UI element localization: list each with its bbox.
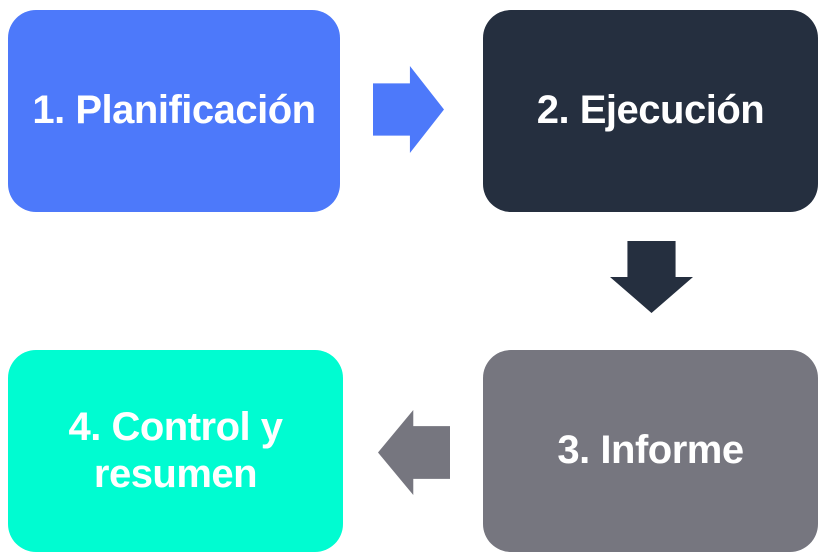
step-label-ejecucion: 2. Ejecución [536, 88, 765, 133]
arrow-down-icon [610, 241, 693, 313]
step-box-informe: 3. Informe [483, 350, 818, 552]
step-label-control-resumen: 4. Control y resumen [68, 404, 283, 496]
arrow-right-icon [373, 66, 444, 153]
step-box-planificacion: 1. Planificación [8, 10, 340, 212]
step-label-planificacion: 1. Planificación [32, 88, 316, 133]
step-label-informe: 3. Informe [557, 428, 744, 473]
step-box-ejecucion: 2. Ejecución [483, 10, 818, 212]
arrow-left-icon [378, 410, 450, 495]
step-box-control-resumen: 4. Control y resumen [8, 350, 343, 552]
